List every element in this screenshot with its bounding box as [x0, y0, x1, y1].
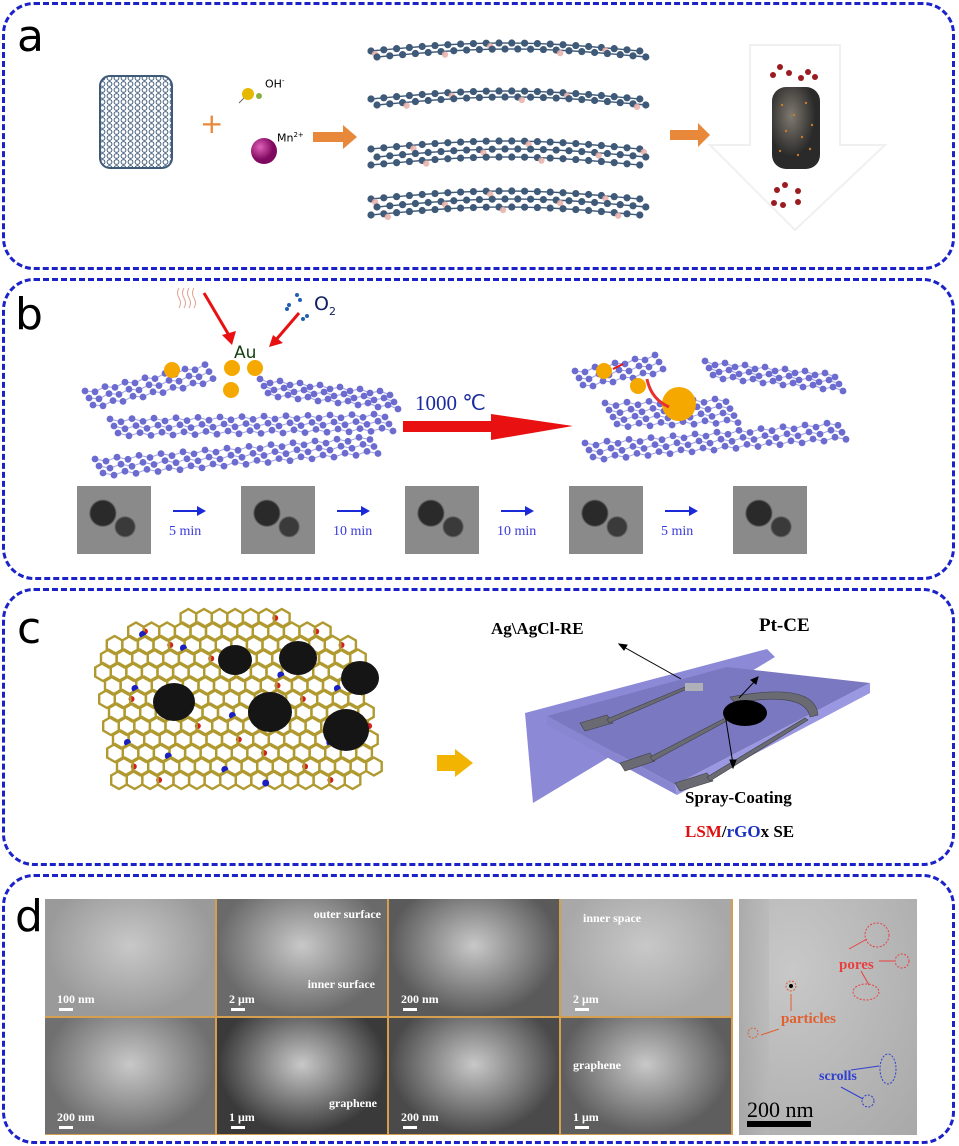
sem-scale-bar	[231, 1126, 245, 1129]
sem-scale-label: 2 μm	[573, 991, 599, 1006]
heating-arrow	[403, 414, 573, 440]
sem-scale-bar	[403, 1007, 417, 1011]
sensor-chip-illustration	[525, 649, 870, 803]
panel-a: a + OH- Mn2+	[2, 2, 955, 270]
sem-image: 100 nm	[45, 899, 215, 1016]
sensing-electrode-label: LSM/rGOx SE	[685, 822, 795, 841]
tem-scale-label: 200 nm	[747, 1097, 814, 1122]
sem-scale-label: 100 nm	[57, 991, 95, 1006]
time-step-label: 5 min	[661, 524, 694, 539]
hydroxide-label: OH-	[265, 77, 285, 91]
particles-label: particles	[781, 1011, 836, 1027]
panel-c: c A	[2, 588, 955, 866]
sem-scale-label: 1 μm	[573, 1110, 599, 1124]
sem-image: 1 μm graphene	[561, 1017, 731, 1134]
tem-annotations	[747, 922, 910, 1108]
sem-scale-label: 200 nm	[57, 1110, 95, 1124]
sem-image: 200 nm	[45, 1017, 215, 1134]
sem-image: 1 μm graphene	[217, 1017, 387, 1134]
time-step-label: 10 min	[497, 524, 537, 539]
hydroxide-ion-icon	[238, 88, 262, 104]
sem-scale-bar	[403, 1126, 417, 1129]
annotation-arrows	[617, 643, 759, 770]
sem-annotation: graphene	[573, 1057, 621, 1072]
tem-snapshot	[241, 486, 315, 554]
tem-image: pores particles scrolls 200 nm	[739, 899, 917, 1135]
panel-d: d 100 nm 2 μm outer surface inner surface 20…	[2, 874, 955, 1144]
sem-scale-label: 200 nm	[401, 1110, 439, 1124]
panel-label-d: d	[15, 891, 43, 942]
temperature-label: 1000 ℃	[415, 391, 486, 415]
tem-scale-bar	[747, 1121, 811, 1127]
sem-image: 2 μm inner space	[561, 899, 731, 1016]
reference-electrode-label: Ag\AgCl-RE	[491, 619, 584, 638]
panel-label-b: b	[15, 289, 43, 340]
tem-snapshot	[405, 486, 479, 554]
heat-icon	[177, 287, 196, 309]
sem-scale-label: 200 nm	[401, 991, 439, 1006]
product-composite-illustration	[707, 44, 888, 232]
oxygen-arrow	[269, 312, 301, 347]
scrolls-label: scrolls	[819, 1069, 857, 1084]
tem-snapshot	[733, 486, 807, 554]
carbon-nanotube-illustration	[99, 75, 173, 169]
reaction-arrow-2	[670, 123, 710, 147]
graphene-lattice-with-gold-before	[81, 360, 402, 479]
tem-snapshot	[569, 486, 643, 554]
counter-electrode-label: Pt-CE	[759, 615, 810, 636]
sem-scale-bar	[575, 1007, 589, 1011]
sem-scale-label: 2 μm	[229, 991, 255, 1006]
oxygen-molecules-icon	[285, 293, 309, 321]
time-step-arrow	[337, 506, 370, 516]
process-arrow	[437, 749, 473, 777]
tem-snapshot	[77, 486, 151, 554]
sem-image-grid: 100 nm 2 μm outer surface inner surface 200 …	[45, 899, 733, 1135]
spray-coating-label: Spray-Coating	[685, 788, 792, 807]
sem-scale-label: 1 μm	[229, 1110, 255, 1124]
heat-arrow	[202, 292, 236, 345]
panel-label-a: a	[17, 11, 44, 62]
sem-annotation: inner surface	[307, 977, 375, 991]
manganese-ion-icon	[251, 138, 277, 164]
sem-annotation: graphene	[329, 1095, 377, 1110]
panel-b: b O2 Au 1000 ℃ 5 min	[2, 278, 955, 580]
stacked-graphene-sheets	[367, 39, 650, 221]
oxygen-label: O2	[314, 293, 336, 318]
time-step-arrow	[501, 506, 534, 516]
plus-sign: +	[200, 107, 224, 140]
panel-label-c: c	[17, 603, 42, 654]
manganese-label: Mn2+	[277, 131, 304, 145]
time-step-arrow	[665, 506, 698, 516]
reaction-arrow-1	[313, 125, 357, 149]
time-step-label: 10 min	[333, 524, 373, 539]
sem-image: 2 μm outer surface inner surface	[217, 899, 387, 1016]
sem-scale-bar	[575, 1126, 589, 1129]
sem-image: 200 nm	[389, 899, 559, 1016]
pores-label: pores	[839, 957, 874, 973]
sem-scale-bar	[231, 1007, 245, 1011]
sem-image: 200 nm	[389, 1017, 559, 1134]
sem-annotation: inner space	[583, 911, 642, 925]
sem-annotation: outer surface	[313, 907, 381, 921]
time-step-label: 5 min	[169, 524, 202, 539]
graphene-oxide-with-nanoparticles-illustration	[94, 607, 383, 791]
sem-scale-bar	[59, 1007, 73, 1011]
sem-scale-bar	[59, 1126, 73, 1129]
graphene-lattice-with-gold-after	[571, 351, 850, 463]
time-step-arrow	[173, 506, 206, 516]
gold-label: Au	[234, 343, 257, 363]
